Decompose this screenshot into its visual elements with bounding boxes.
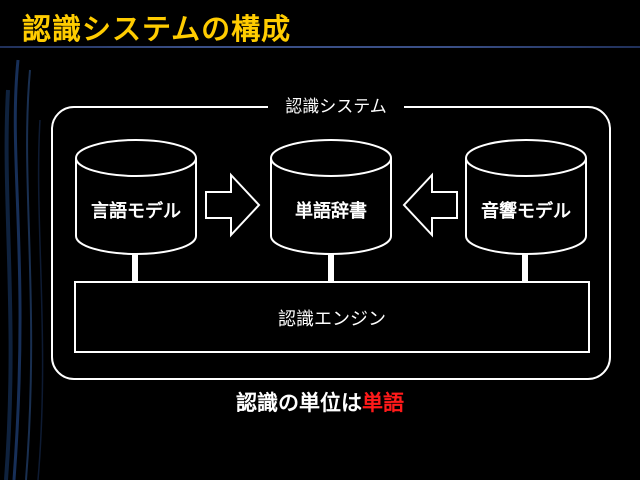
- engine-box: [74, 281, 590, 353]
- arrow-left-icon: [402, 172, 458, 238]
- acoustic-model-label: 音響モデル: [481, 201, 571, 222]
- slide-title: 認識システムの構成: [22, 12, 292, 46]
- word-dictionary-label: 単語辞書: [295, 201, 367, 222]
- connector-language-model: [132, 254, 138, 282]
- cylinder-acoustic-model: [465, 139, 587, 255]
- title-divider: [0, 46, 640, 48]
- caption: 認識の単位は単語: [0, 387, 640, 417]
- language-model-label: 言語モデル: [91, 201, 181, 222]
- arrow-right-icon: [205, 172, 261, 238]
- cylinder-language-model: [75, 139, 197, 255]
- system-label: 認識システム: [268, 95, 404, 119]
- connector-word-dictionary: [328, 254, 334, 282]
- engine-label: 認識エンジン: [278, 309, 386, 330]
- decorative-streaks: [4, 59, 44, 480]
- caption-highlight: 単語: [362, 391, 404, 415]
- caption-prefix: 認識の単位は: [236, 391, 362, 415]
- connector-acoustic-model: [522, 254, 528, 282]
- cylinder-word-dictionary: [270, 139, 392, 255]
